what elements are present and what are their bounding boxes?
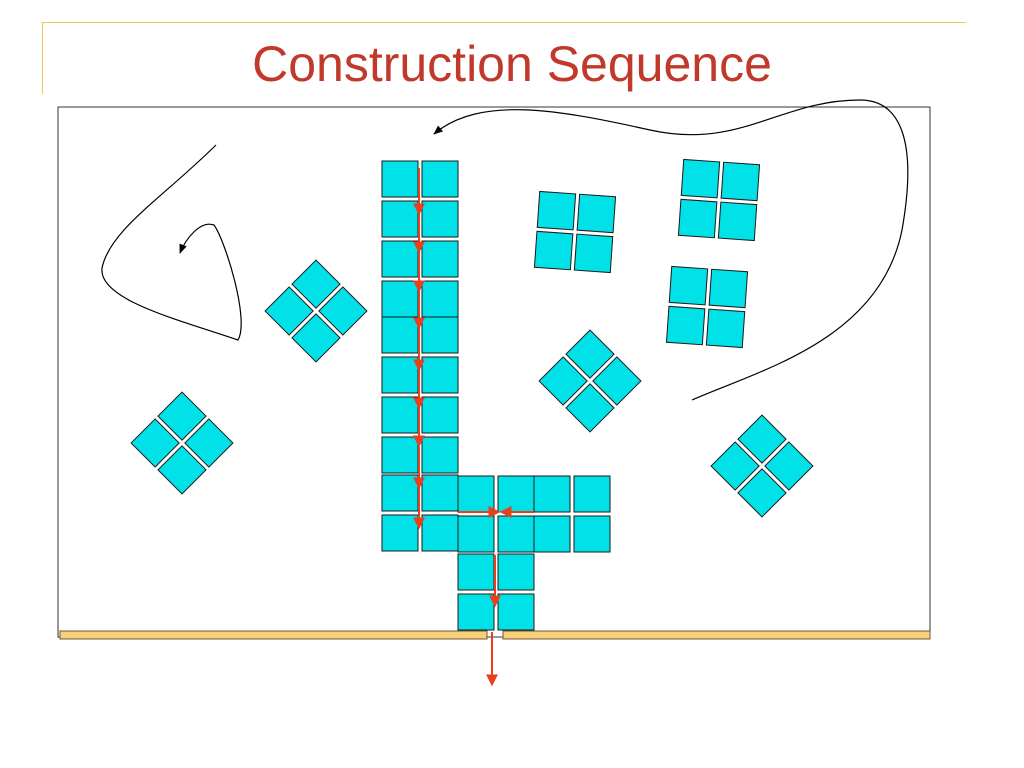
tile: [421, 160, 459, 198]
tile-cluster: [533, 190, 617, 274]
tile: [421, 356, 459, 394]
tile: [536, 190, 577, 231]
tile: [421, 474, 459, 512]
tile: [381, 436, 419, 474]
tile: [381, 200, 419, 238]
tile: [457, 515, 495, 553]
tile: [737, 468, 787, 518]
tile: [533, 475, 571, 513]
tile: [565, 329, 615, 379]
tile: [381, 316, 419, 354]
tile: [318, 286, 368, 336]
tile: [710, 441, 760, 491]
tile: [737, 414, 787, 464]
tile: [705, 308, 746, 349]
tile: [184, 418, 234, 468]
tile: [421, 514, 459, 552]
tile: [291, 259, 341, 309]
flow-arrows: [413, 168, 534, 687]
tile-cluster: [130, 391, 234, 495]
tile: [573, 233, 614, 274]
tile: [457, 593, 495, 631]
tile: [497, 475, 535, 513]
tile: [381, 280, 419, 318]
tile: [573, 515, 611, 553]
tile: [708, 268, 749, 309]
tile: [497, 593, 535, 631]
tile: [565, 383, 615, 433]
header-accent-line: [42, 22, 966, 23]
tile: [533, 230, 574, 271]
ground-bar-right: [502, 630, 931, 640]
tile: [381, 514, 419, 552]
tile-cluster: [538, 329, 642, 433]
tile: [497, 515, 535, 553]
tile: [592, 356, 642, 406]
tile: [457, 553, 495, 591]
tile: [764, 441, 814, 491]
tile: [668, 265, 709, 306]
tile-cluster: [264, 259, 368, 363]
tile: [421, 200, 459, 238]
ground-bar-left: [59, 630, 488, 640]
tile: [457, 475, 495, 513]
tile: [381, 240, 419, 278]
tile: [421, 396, 459, 434]
tile: [381, 356, 419, 394]
tile: [538, 356, 588, 406]
tile: [573, 475, 611, 513]
tile: [381, 474, 419, 512]
header-accent-vertical: [42, 22, 43, 94]
tile: [717, 201, 758, 242]
curved-arrow-icon: [433, 99, 909, 401]
tile-cluster: [710, 414, 814, 518]
tile: [157, 391, 207, 441]
tile: [497, 553, 535, 591]
tile: [130, 418, 180, 468]
tile-cluster: [677, 158, 761, 242]
tile: [381, 160, 419, 198]
page-title: Construction Sequence: [252, 36, 772, 92]
curved-arrow-icon: [101, 144, 242, 341]
tile: [381, 396, 419, 434]
tile: [421, 280, 459, 318]
floating-clusters: [130, 158, 814, 518]
tile: [665, 305, 706, 346]
tile: [421, 240, 459, 278]
tile: [677, 198, 718, 239]
tile: [291, 313, 341, 363]
tile: [576, 193, 617, 234]
tile: [157, 445, 207, 495]
tile-cluster: [665, 265, 749, 349]
tile: [264, 286, 314, 336]
tile: [680, 158, 721, 199]
tile: [720, 161, 761, 202]
structure-tiles: [381, 160, 611, 631]
tile: [421, 316, 459, 354]
tile: [533, 515, 571, 553]
tile: [421, 436, 459, 474]
